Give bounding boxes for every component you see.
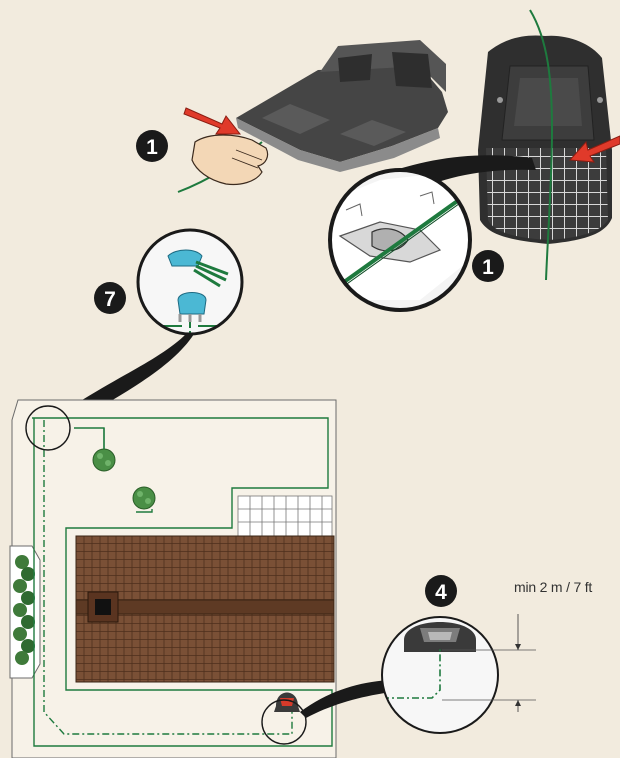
guide-wire [43,420,293,735]
tree [132,486,156,510]
patio [237,495,333,537]
mower-underside [478,35,612,245]
step-badge-7: 7 [94,282,126,314]
charging-station [236,40,448,172]
garden-plan [9,399,337,758]
detail-magnifier-dock [381,616,499,734]
step-badge-1-left: 1 [136,130,168,162]
dimension-lines [442,614,536,712]
svg-text:1: 1 [146,136,158,159]
boundary-wire-through-mower [529,9,554,281]
step-badge-4: 4 [425,575,457,607]
hedge [13,555,35,665]
svg-text:4: 4 [435,581,447,604]
red-arrow-icon [183,107,242,135]
svg-text:7: 7 [104,288,116,311]
detail-magnifier-wire-guide [328,168,472,312]
red-arrow-icon [568,135,620,163]
connector-location-circle [25,405,71,451]
house-roof [75,535,335,683]
hand-illustration [191,134,269,186]
detail-magnifier-connector [136,228,244,336]
dock-location-circle [261,699,307,745]
svg-text:1: 1 [482,256,494,279]
tree [92,448,116,472]
min-distance-label: min 2 m / 7 ft [514,579,593,595]
step-badge-1-right: 1 [472,250,504,282]
callout-beam [300,680,392,718]
